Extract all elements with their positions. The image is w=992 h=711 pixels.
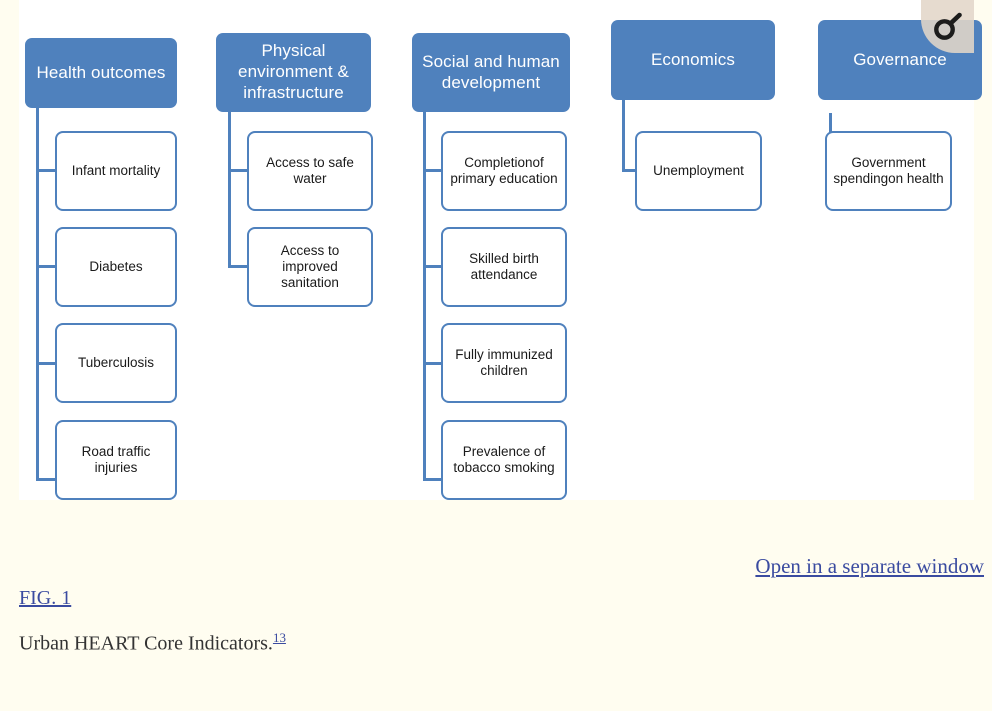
figure-label-link[interactable]: FIG. 1 [19,587,72,609]
connector-trunk-economics [622,100,625,172]
node-indicator-skilled-birth-attendance: Skilled birth attendance [441,227,567,307]
connector-stub [423,169,444,172]
node-indicator-tuberculosis: Tuberculosis [55,323,177,403]
node-indicator-road-traffic-injuries: Road traffic injuries [55,420,177,500]
connector-stub [228,265,249,268]
connector-trunk-social-human-development [423,112,426,480]
node-header-governance: Governance [818,20,982,100]
node-indicator-unemployment: Unemployment [635,131,762,211]
figure-caption: Urban HEART Core Indicators.13 [19,630,286,656]
connector-trunk-physical-environment [228,112,231,268]
connector-stub [423,478,444,481]
node-indicator-completion-primary-education: Completionof primary education [441,131,567,211]
connector-stub [36,478,57,481]
node-indicator-diabetes: Diabetes [55,227,177,307]
node-indicator-infant-mortality: Infant mortality [55,131,177,211]
connector-stub [423,362,444,365]
node-indicator-prevalence-tobacco-smoking: Prevalence of tobacco smoking [441,420,567,500]
node-indicator-access-improved-sanitation: Access to improved sanitation [247,227,373,307]
node-indicator-fully-immunized-children: Fully immunized children [441,323,567,403]
figure-image[interactable]: Health outcomes Infant mortality Diabete… [19,0,982,500]
connector-stub [423,265,444,268]
connector-stub [36,169,57,172]
node-header-social-human-development: Social and human development [412,33,570,112]
magnifier-icon [933,12,962,40]
connector-stub [228,169,249,172]
connector-trunk-health-outcomes [36,108,39,480]
connector-stub [622,169,643,172]
node-indicator-government-spending-health: Government spendingon health [825,131,952,211]
node-header-physical-environment: Physical environment & infrastructure [216,33,371,112]
figure-caption-text: Urban HEART Core Indicators. [19,632,273,655]
connector-stub [36,362,57,365]
open-in-separate-window-link[interactable]: Open in a separate window [755,554,984,578]
connector-stub [36,265,57,268]
node-indicator-access-safe-water: Access to safe water [247,131,373,211]
citation-reference-link[interactable]: 13 [272,630,286,645]
node-header-economics: Economics [611,20,775,100]
node-header-health-outcomes: Health outcomes [25,38,177,108]
